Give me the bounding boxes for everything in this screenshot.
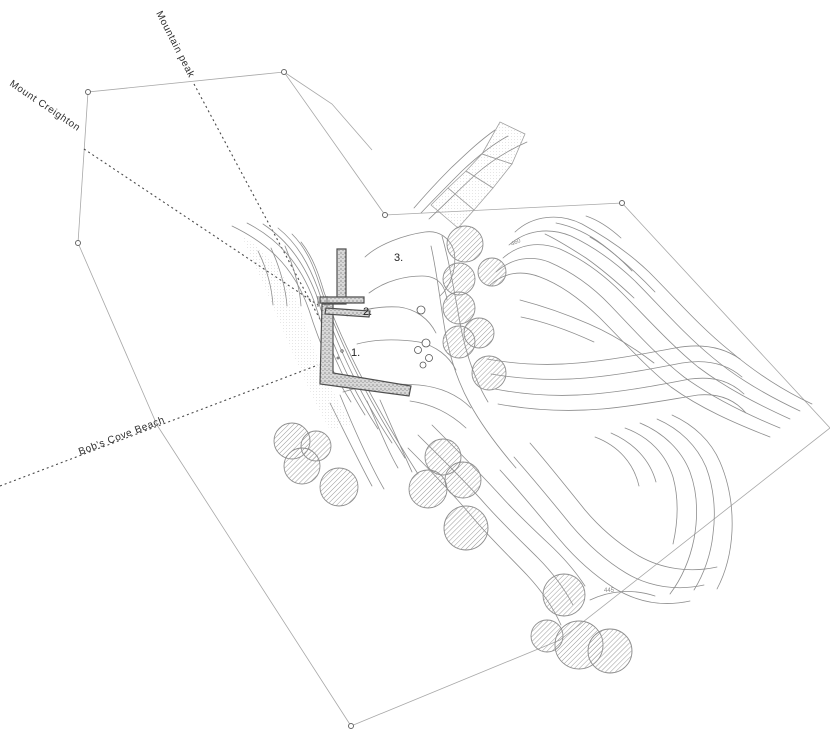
tree: [442, 262, 476, 296]
zone-label-1: 1.: [351, 347, 360, 359]
tree: [442, 325, 476, 359]
tree: [443, 505, 489, 551]
boulder: [414, 346, 422, 354]
zone-label-3: 3.: [394, 252, 403, 264]
zone-label-2: 2.: [363, 306, 372, 318]
tree: [471, 355, 507, 391]
sightline-mountain-peak: [193, 83, 323, 324]
tree: [444, 461, 482, 499]
building-cross-wall: [324, 307, 371, 318]
survey-node: [85, 89, 91, 95]
boulder: [416, 305, 426, 315]
label-bobs-cove-beach: Bob's Cove Beach: [77, 415, 166, 458]
boulder: [425, 354, 433, 362]
site-boundary: [75, 69, 830, 729]
survey-node: [281, 69, 287, 75]
tree: [542, 573, 586, 617]
boulders: [414, 305, 433, 369]
elevation-label-lower: 445: [604, 588, 615, 594]
tree: [446, 225, 484, 263]
tree: [319, 467, 359, 507]
boulder: [419, 361, 427, 369]
building-bridge-wall: [319, 296, 365, 304]
rock: [336, 356, 340, 360]
tree: [587, 628, 633, 674]
sightlines: [0, 83, 323, 487]
rock: [340, 349, 344, 353]
tree: [408, 469, 448, 509]
contour-lines-east: [486, 215, 813, 438]
survey-node: [619, 200, 625, 206]
label-mount-creighton: Mount Creighton: [7, 78, 82, 133]
survey-node: [382, 212, 388, 218]
survey-node: [75, 240, 81, 246]
tree: [477, 257, 507, 287]
label-mountain-peak: Mountain peak: [153, 9, 196, 80]
trees: [273, 225, 633, 674]
labels: Mountain peak Mount Creighton Bob's Cove…: [7, 9, 614, 594]
sightline-bobs-cove-beach: [0, 364, 319, 487]
tree: [442, 291, 476, 325]
boulder: [421, 338, 431, 348]
building-footprint: [317, 248, 412, 397]
survey-node: [348, 723, 354, 729]
elevation-label-upper: 460: [510, 238, 522, 248]
rock-scree-north: [430, 121, 526, 229]
tree: [283, 447, 321, 485]
